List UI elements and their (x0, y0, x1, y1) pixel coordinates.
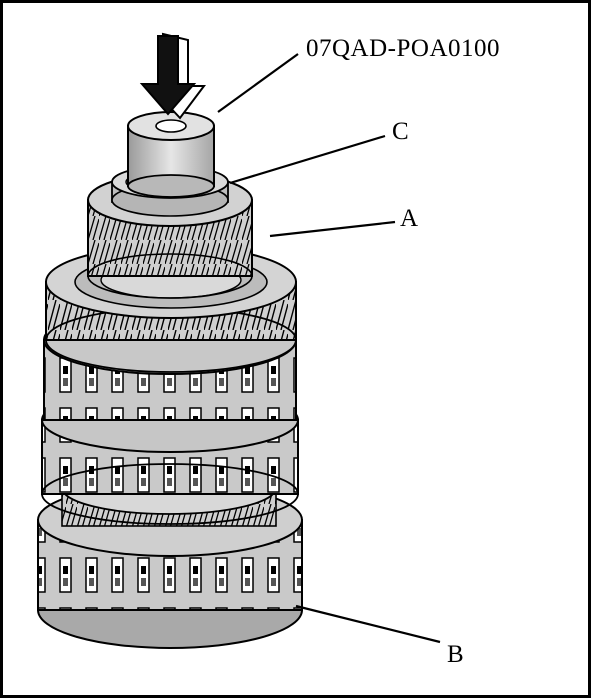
installer-tool-shaft (127, 111, 215, 198)
tool-number-label: 07QAD-POA0100 (306, 35, 500, 62)
callout-a-label: A (400, 205, 419, 232)
leader-a (269, 220, 396, 238)
callout-c-label: C (392, 118, 409, 145)
down-arrow-icon (139, 32, 206, 120)
leader-tool (217, 53, 299, 113)
leader-c (229, 134, 386, 185)
leader-lines (217, 53, 441, 644)
callout-b-label: B (447, 641, 464, 668)
leader-b (295, 604, 441, 644)
